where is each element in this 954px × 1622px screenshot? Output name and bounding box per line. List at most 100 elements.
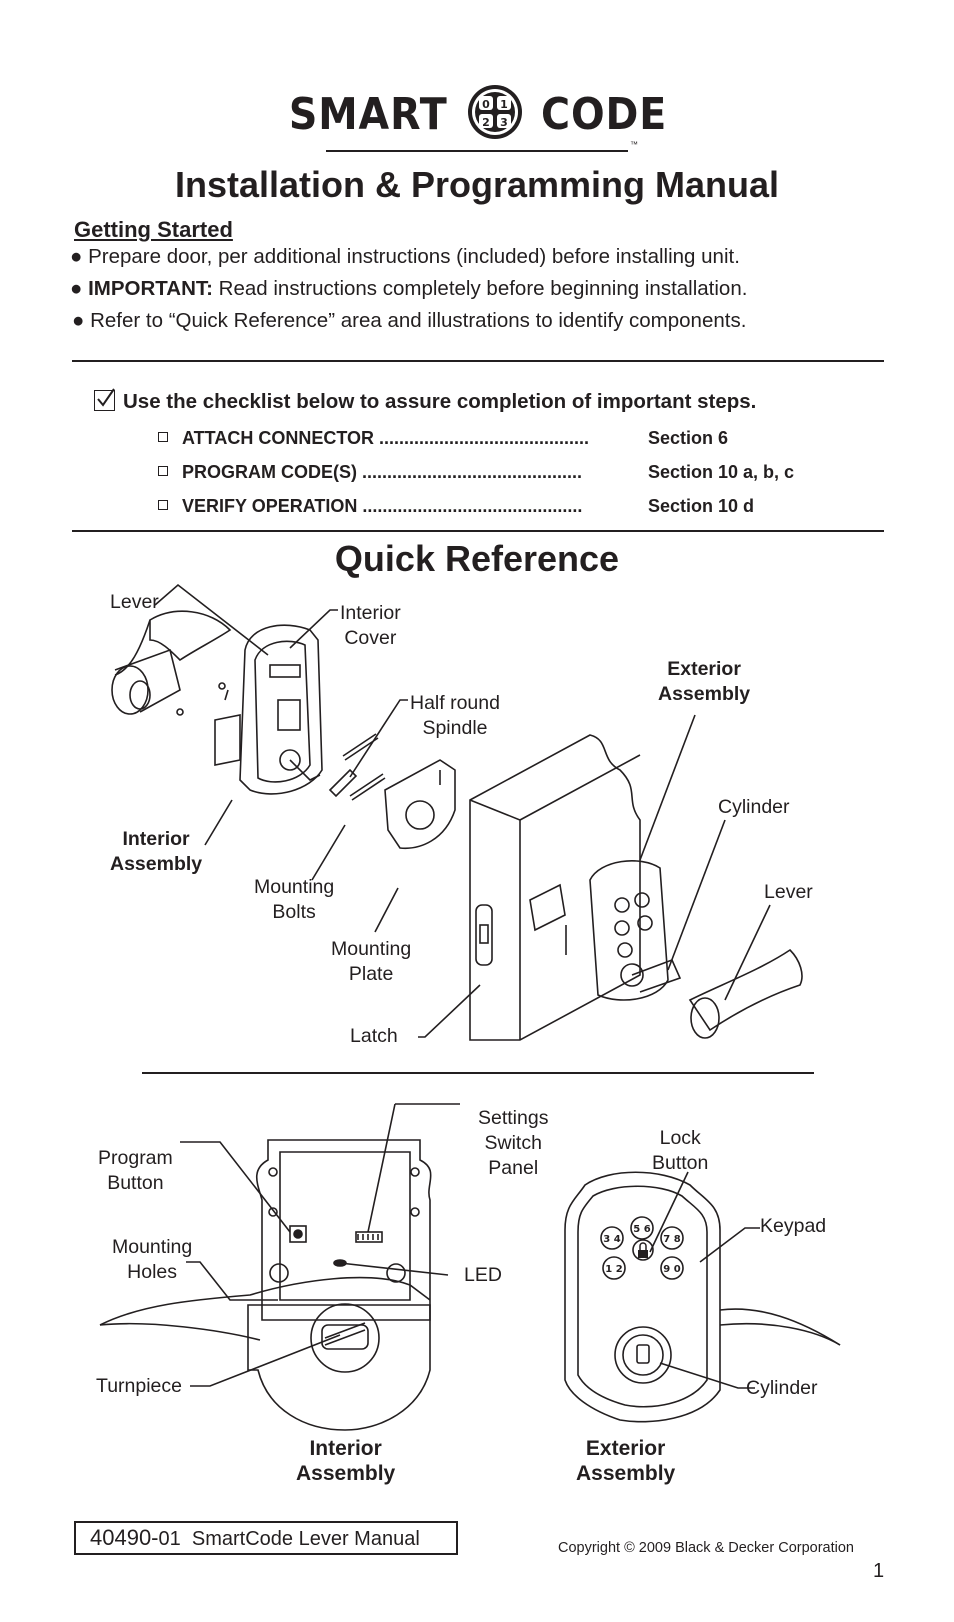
left-lever-illustration bbox=[111, 610, 232, 715]
checklist-section: Section 6 bbox=[648, 428, 729, 448]
label-line: Settings bbox=[478, 1107, 549, 1129]
right-lever-illustration bbox=[688, 948, 803, 1039]
copyright-notice: Copyright © 2009 Black & Decker Corporat… bbox=[558, 1540, 854, 1556]
checklist-item-attach: ATTACH CONNECTOR .......................… bbox=[158, 428, 589, 449]
badge-digit-2: 2 bbox=[482, 116, 490, 129]
brand-logo: SMART 0 1 2 3 CODE bbox=[0, 82, 954, 147]
spindle-and-bolts-illustration bbox=[328, 733, 386, 801]
caption-exterior-assembly: Exterior Assembly bbox=[576, 1436, 675, 1486]
label-line: Half round bbox=[410, 692, 500, 714]
label-lever-left: Lever bbox=[110, 591, 159, 613]
label-cylinder: Cylinder bbox=[718, 796, 790, 818]
lock-button-icon bbox=[638, 1242, 648, 1258]
bullet-item: ● Prepare door, per additional instructi… bbox=[70, 245, 740, 268]
checkbox-icon bbox=[158, 432, 168, 442]
label-mounting-holes: Mounting Holes bbox=[112, 1235, 192, 1285]
interior-detail-illustration bbox=[99, 1139, 432, 1431]
label-turnpiece: Turnpiece bbox=[96, 1375, 182, 1397]
caption-line: Exterior bbox=[585, 1437, 666, 1460]
label-led: LED bbox=[464, 1264, 502, 1286]
key-90: 9 0 bbox=[663, 1264, 680, 1275]
badge-digit-3: 3 bbox=[500, 116, 508, 129]
label-line: Assembly bbox=[658, 683, 751, 705]
manual-name: SmartCode Lever Manual bbox=[191, 1528, 420, 1550]
label-half-round-spindle: Half round Spindle bbox=[410, 691, 500, 741]
label-line: Cover bbox=[344, 627, 397, 649]
page-number: 1 bbox=[873, 1560, 885, 1582]
label-mounting-bolts: Mounting Bolts bbox=[254, 875, 334, 925]
bullet-lead: IMPORTANT: bbox=[88, 277, 213, 300]
label-exterior-assembly: Exterior Assembly bbox=[658, 657, 750, 707]
label-line: Panel bbox=[488, 1157, 539, 1179]
revision: 01 bbox=[158, 1528, 181, 1550]
divider bbox=[72, 360, 884, 362]
door-illustration bbox=[469, 734, 641, 1041]
label-line: Mounting bbox=[331, 938, 412, 960]
brand-left-word: SMART bbox=[288, 89, 448, 140]
divider bbox=[72, 530, 884, 532]
label-line: Button bbox=[652, 1152, 709, 1174]
caption-interior-assembly: Interior Assembly bbox=[296, 1436, 395, 1486]
label-mounting-plate: Mounting Plate bbox=[331, 937, 411, 987]
checklist-section: Section 10 d bbox=[648, 496, 755, 516]
label-line: Button bbox=[107, 1172, 164, 1194]
divider bbox=[142, 1072, 814, 1074]
badge-digit-1: 1 bbox=[500, 98, 508, 111]
trademark-mark: ™ bbox=[630, 140, 638, 149]
checkbox-icon bbox=[158, 466, 168, 476]
label-latch: Latch bbox=[350, 1025, 398, 1047]
brand-badge-icon: 0 1 2 3 bbox=[465, 82, 525, 147]
bullet-item: ● IMPORTANT: Read instructions completel… bbox=[70, 277, 748, 300]
interior-assembly-illustration bbox=[176, 624, 323, 795]
label-line: Spindle bbox=[422, 717, 488, 739]
key-78: 7 8 bbox=[663, 1234, 680, 1245]
label-line: Assembly bbox=[110, 853, 203, 875]
page-title: Installation & Programming Manual bbox=[174, 164, 780, 205]
label-line: Mounting bbox=[254, 876, 335, 898]
key-56: 5 6 bbox=[633, 1224, 650, 1235]
checklist-task: PROGRAM CODE(S) bbox=[182, 462, 357, 482]
label-interior-assembly: Interior Assembly bbox=[110, 827, 202, 877]
label-line: Lock bbox=[659, 1127, 701, 1149]
document-id-box: 40490-01 SmartCode Lever Manual bbox=[74, 1521, 458, 1555]
checkbox-icon bbox=[158, 500, 168, 510]
checklist-item-program: PROGRAM CODE(S) ........................… bbox=[158, 462, 582, 483]
checklist-item-verify: VERIFY OPERATION .......................… bbox=[158, 496, 582, 517]
checkmark-box-icon bbox=[94, 388, 115, 411]
label-lever-right: Lever bbox=[764, 881, 813, 903]
label-lock-button: Lock Button bbox=[652, 1126, 708, 1176]
label-settings-switch-panel: Settings Switch Panel bbox=[478, 1106, 548, 1181]
quick-reference-heading: Quick Reference bbox=[334, 538, 620, 579]
checklist-intro: Use the checklist below to assure comple… bbox=[94, 388, 757, 414]
key-12: 1 2 bbox=[605, 1264, 622, 1275]
label-line: Program bbox=[98, 1147, 173, 1169]
label-line: Switch bbox=[484, 1132, 542, 1154]
getting-started-heading: Getting Started bbox=[74, 217, 233, 242]
brand-right-word: CODE bbox=[540, 89, 667, 140]
caption-line: Interior bbox=[309, 1437, 382, 1460]
bullet-text: Prepare door, per additional instruction… bbox=[88, 245, 740, 268]
mounting-plate-illustration bbox=[384, 759, 456, 850]
label-line: Interior bbox=[340, 602, 401, 624]
label-line: Holes bbox=[127, 1261, 178, 1283]
label-exterior-cylinder: Cylinder bbox=[746, 1377, 818, 1399]
bullet-text: Refer to “Quick Reference” area and illu… bbox=[90, 309, 747, 332]
label-line: Plate bbox=[348, 963, 394, 985]
label-line: Bolts bbox=[272, 901, 316, 923]
label-line: Exterior bbox=[667, 658, 741, 680]
key-34: 3 4 bbox=[603, 1234, 620, 1245]
label-line: Interior bbox=[122, 828, 190, 850]
caption-line: Assembly bbox=[576, 1462, 676, 1485]
label-keypad: Keypad bbox=[760, 1215, 827, 1237]
badge-digit-0: 0 bbox=[482, 98, 490, 111]
checklist-intro-text: Use the checklist below to assure comple… bbox=[123, 390, 757, 413]
exterior-assembly-illustration bbox=[565, 860, 682, 1001]
caption-line: Assembly bbox=[296, 1462, 396, 1485]
part-number: 40490- bbox=[90, 1525, 159, 1550]
checklist-task: ATTACH CONNECTOR bbox=[182, 428, 374, 448]
label-line: Mounting bbox=[112, 1236, 193, 1258]
checklist-section: Section 10 a, b, c bbox=[648, 462, 795, 482]
label-program-button: Program Button bbox=[98, 1146, 173, 1196]
checklist-task: VERIFY OPERATION bbox=[182, 496, 358, 516]
